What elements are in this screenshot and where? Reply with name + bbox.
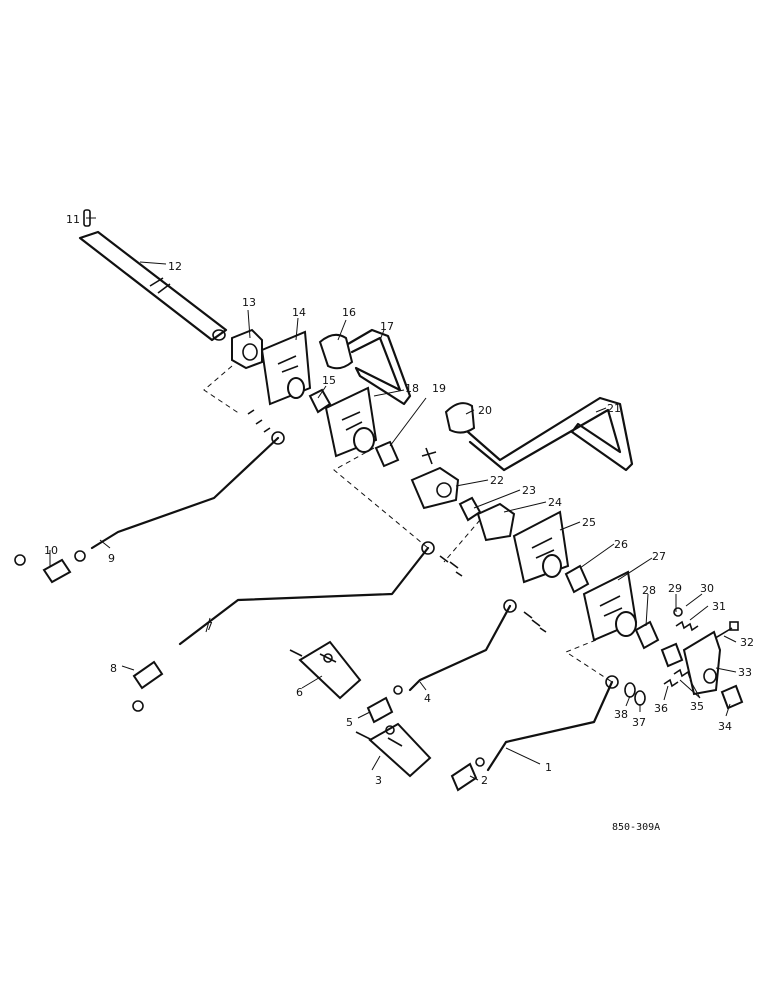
pivot-bracket-part-33 bbox=[682, 630, 722, 696]
bushing-part-28 bbox=[634, 620, 660, 650]
callout-35: 35 bbox=[690, 700, 704, 713]
lever-part-21 bbox=[466, 396, 634, 472]
callout-17: 17 bbox=[380, 320, 394, 333]
callout-25: 25 bbox=[582, 516, 596, 529]
quadrant-plate-part-14 bbox=[260, 330, 312, 406]
callout-36: 36 bbox=[654, 702, 668, 715]
callout-10: 10 bbox=[44, 544, 58, 557]
rod-part-7 bbox=[178, 541, 463, 646]
pivot-bracket-part-22 bbox=[410, 447, 460, 510]
bracket-part-24 bbox=[476, 502, 516, 542]
callout-7: 7 bbox=[206, 620, 213, 633]
callout-20: 20 bbox=[478, 404, 492, 417]
washer-part-38 bbox=[624, 682, 636, 698]
quadrant-plate-part-27 bbox=[582, 570, 638, 642]
spring-part-36 bbox=[663, 678, 679, 688]
callout-19: 19 bbox=[432, 382, 446, 395]
callout-28: 28 bbox=[642, 584, 656, 597]
callout-8: 8 bbox=[110, 662, 117, 675]
drawing-reference-code: 850-309A bbox=[612, 822, 660, 833]
bushing-part-19 bbox=[374, 440, 400, 468]
cross-shaft-part-12 bbox=[78, 230, 228, 342]
rod-end-part-8 bbox=[132, 660, 164, 712]
rod-end-part-5 bbox=[366, 685, 403, 724]
callout-30: 30 bbox=[700, 582, 714, 595]
rod-end-part-10 bbox=[14, 550, 86, 584]
bushing-part-15 bbox=[308, 388, 332, 414]
quadrant-plate-part-25 bbox=[512, 510, 570, 584]
rod-end-part-2 bbox=[450, 757, 485, 792]
bushing-part-29 bbox=[660, 642, 684, 668]
callout-27: 27 bbox=[652, 550, 666, 563]
bushing-part-23 bbox=[458, 496, 482, 522]
callout-34: 34 bbox=[718, 720, 732, 733]
rod-part-4 bbox=[408, 599, 547, 692]
bushing-part-26 bbox=[564, 564, 590, 594]
valve-clevis-part-6 bbox=[289, 640, 362, 700]
callout-labels: 1 2 3 4 5 6 7 8 9 10 11 12 13 14 15 16 1… bbox=[44, 213, 754, 787]
callout-11: 11 bbox=[66, 213, 80, 226]
bushing-part-34 bbox=[720, 684, 744, 710]
callout-38: 38 bbox=[614, 708, 628, 721]
spring-part-31 bbox=[675, 620, 699, 632]
callout-26: 26 bbox=[614, 538, 628, 551]
callout-31: 31 bbox=[712, 600, 726, 613]
alignment-lines bbox=[203, 365, 613, 683]
callout-37: 37 bbox=[632, 716, 646, 729]
callout-23: 23 bbox=[522, 484, 536, 497]
callout-18: 18 bbox=[405, 382, 419, 395]
valve-clevis-part-3 bbox=[355, 722, 432, 778]
callout-16: 16 bbox=[342, 306, 356, 319]
spring-part-35 bbox=[673, 668, 691, 679]
callout-13: 13 bbox=[242, 296, 256, 309]
callout-2: 2 bbox=[481, 774, 488, 787]
knob-part-16 bbox=[318, 333, 354, 370]
rod-part-9 bbox=[90, 409, 285, 550]
knob-part-20 bbox=[444, 402, 476, 434]
washer-part-37 bbox=[634, 690, 646, 706]
callout-3: 3 bbox=[375, 774, 382, 787]
lever-part-17 bbox=[346, 328, 412, 406]
callout-5: 5 bbox=[346, 716, 353, 729]
detent-ball-part-30 bbox=[673, 607, 683, 617]
callout-4: 4 bbox=[424, 692, 431, 705]
rod-part-1 bbox=[486, 675, 619, 772]
callout-6: 6 bbox=[296, 686, 303, 699]
callout-14: 14 bbox=[292, 306, 306, 319]
callout-29: 29 bbox=[668, 582, 682, 595]
callout-33: 33 bbox=[738, 666, 752, 679]
callout-32: 32 bbox=[740, 636, 754, 649]
quadrant-plate-part-18 bbox=[324, 386, 378, 458]
callout-12: 12 bbox=[168, 260, 182, 273]
leader-lines bbox=[49, 217, 737, 781]
callout-15: 15 bbox=[322, 374, 336, 387]
bracket-part-13 bbox=[231, 328, 263, 370]
callout-21: 21 bbox=[607, 402, 621, 415]
callout-22: 22 bbox=[490, 474, 504, 487]
callout-24: 24 bbox=[548, 496, 562, 509]
callout-9: 9 bbox=[108, 552, 115, 565]
callout-1: 1 bbox=[545, 761, 552, 774]
